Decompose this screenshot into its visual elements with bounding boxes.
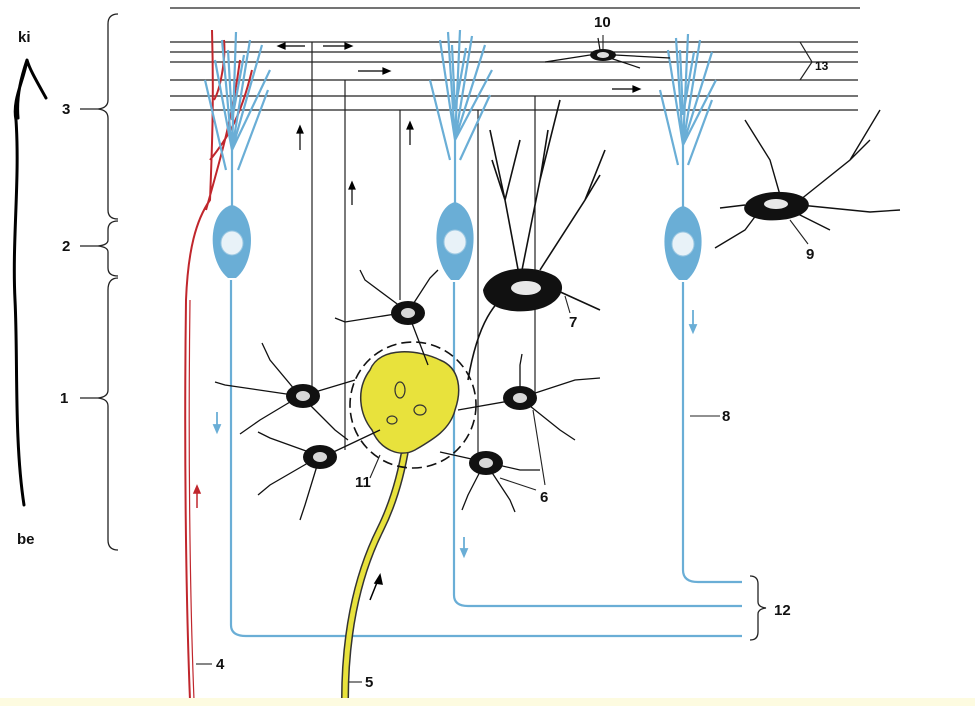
fiber-arrows (276, 42, 642, 205)
layer-label-1: 1 (60, 390, 68, 407)
label-9: 9 (806, 246, 814, 263)
mossy-rosette (359, 351, 460, 454)
layer-brackets (80, 13, 119, 551)
label-11: 11 (355, 474, 371, 491)
label-6: 6 (540, 489, 548, 506)
layer-label-2: 2 (62, 238, 70, 255)
purkinje-axon-arrows (212, 310, 698, 559)
direction-bottom-label: be (17, 531, 35, 548)
climbing-fiber-arrow (192, 484, 202, 508)
direction-top-label: ki (18, 29, 31, 46)
parallel-fibers (170, 7, 860, 111)
leader-lines (196, 35, 809, 683)
stellate-cell (714, 109, 901, 249)
layer-label-3: 3 (62, 101, 70, 118)
granule-cells (214, 269, 601, 521)
label-4: 4 (216, 656, 225, 673)
small-stellate-cell (544, 37, 671, 69)
purkinje-cells (203, 29, 742, 638)
label-5: 5 (365, 674, 373, 691)
climbing-fiber (184, 29, 253, 701)
granule-axons (311, 42, 536, 460)
mossy-fiber-arrow (369, 573, 383, 601)
label-12: 12 (774, 602, 791, 619)
purkinje-nuclei (220, 229, 695, 257)
direction-arrow (12, 58, 48, 507)
rosette-nuclei (386, 381, 427, 425)
label-10: 10 (594, 14, 611, 31)
label-7: 7 (569, 314, 577, 331)
footer-strip (0, 698, 975, 706)
label-8: 8 (722, 408, 730, 425)
label-13: 13 (815, 59, 829, 73)
glomerulus-boundary (349, 341, 477, 469)
golgi-cell (467, 99, 606, 381)
bracket-13 (799, 41, 813, 81)
bracket-12 (749, 575, 767, 641)
